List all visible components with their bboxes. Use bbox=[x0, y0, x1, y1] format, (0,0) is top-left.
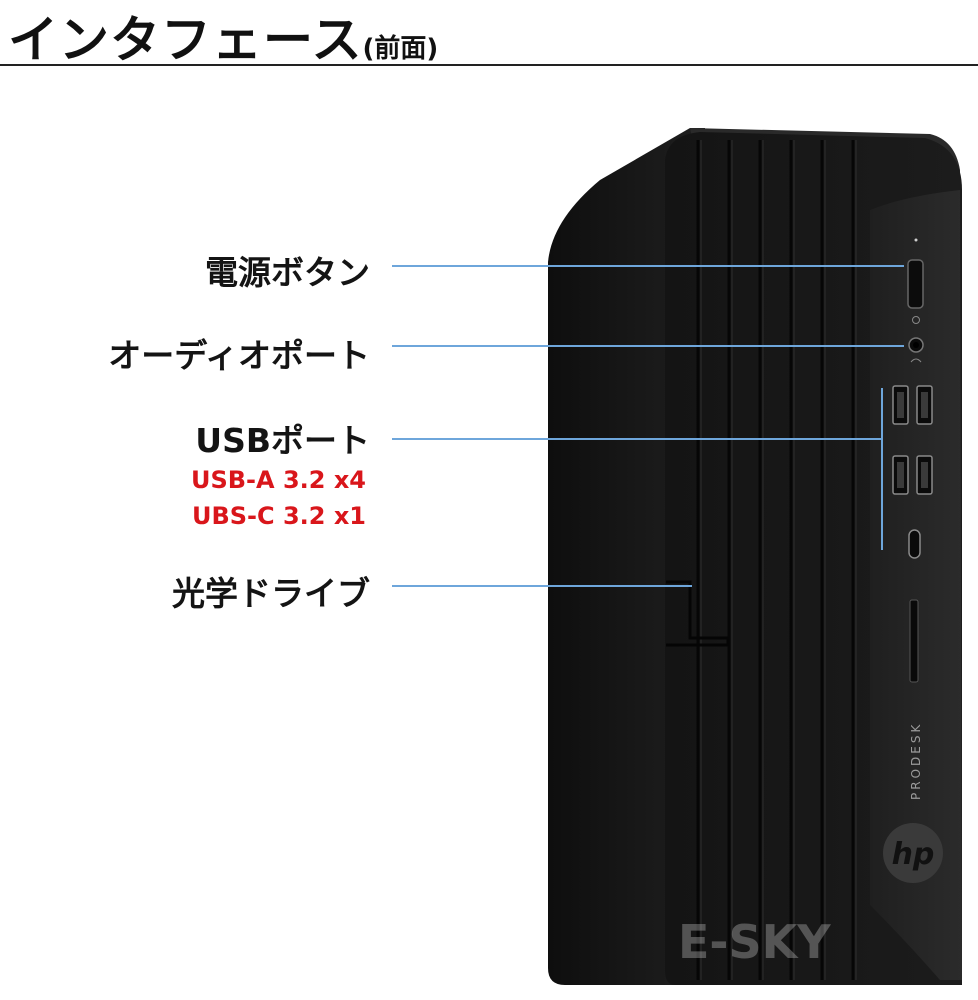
usb-bracket-line bbox=[881, 388, 883, 550]
power-button-label: 電源ボタン bbox=[205, 253, 370, 292]
usb-c-spec: UBS-C 3.2 x1 bbox=[191, 502, 366, 530]
front-grille bbox=[696, 140, 855, 980]
svg-text:hp: hp bbox=[892, 837, 935, 872]
watermark: E-SKY bbox=[678, 915, 831, 969]
media-slot bbox=[909, 599, 919, 683]
title-subtitle: (前面) bbox=[362, 34, 439, 64]
usb-a-spec: USB-A 3.2 x4 bbox=[190, 466, 366, 494]
power-callout-line bbox=[392, 265, 904, 267]
model-text: PRODESK bbox=[909, 722, 923, 800]
power-led bbox=[914, 238, 918, 242]
hp-logo: hp bbox=[883, 823, 943, 883]
usb-callout-line bbox=[392, 438, 882, 440]
optical-drive-bay bbox=[666, 580, 730, 647]
title-divider bbox=[0, 64, 978, 66]
title-main: インタフェース bbox=[8, 11, 363, 69]
power-button bbox=[907, 259, 924, 309]
optical-drive-label: 光学ドライブ bbox=[172, 574, 370, 613]
optical-callout-line bbox=[392, 585, 692, 587]
usb-port-label: USBポート bbox=[195, 421, 370, 460]
audio-callout-line bbox=[392, 345, 904, 347]
audio-port-label: オーディオポート bbox=[108, 336, 370, 375]
page-title: インタフェース(前面) bbox=[8, 0, 438, 72]
usb-c-port bbox=[908, 529, 921, 559]
